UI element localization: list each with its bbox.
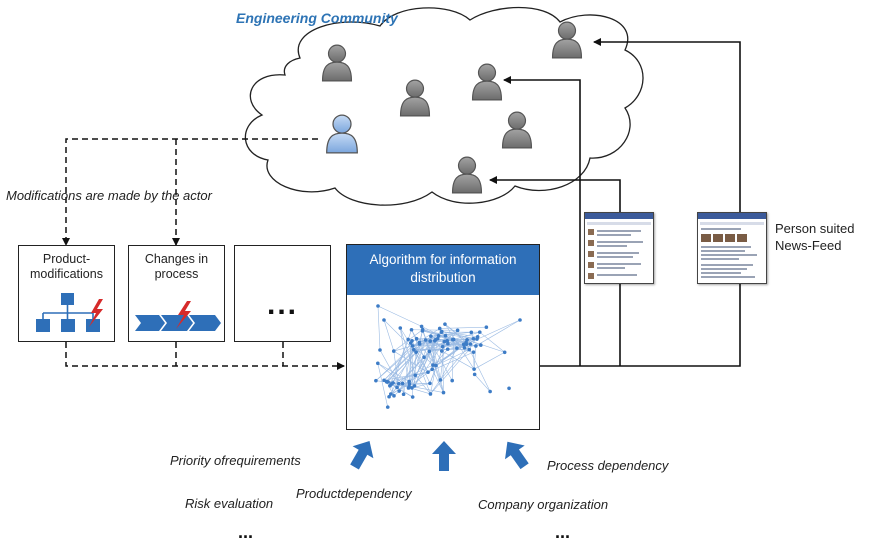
process-dependency-label: Process dependency (547, 458, 669, 473)
community-title: Engineering Community (236, 10, 398, 26)
newsfeed-screenshot-icon (697, 212, 767, 284)
algorithm-box[interactable]: Algorithm for information distribution (346, 244, 540, 430)
feed-lines (489, 38, 741, 367)
actor-dashed-lines (62, 138, 345, 370)
changes-in-process-title: Changes in process (144, 252, 209, 281)
priority-label: Priority ofrequirements (170, 453, 301, 468)
product-modifications-title: Product- modifications (30, 252, 103, 281)
changes-in-process-box[interactable]: Changes in process (128, 245, 225, 342)
lightning-icon (89, 299, 103, 327)
org-chart-icon (36, 293, 103, 332)
newsfeed-screenshot-icon (584, 212, 654, 284)
block-arrow-icon (505, 441, 529, 470)
cloud-icon (244, 6, 644, 206)
lightning-icon (176, 301, 191, 329)
risk-evaluation-label: Risk evaluation (185, 496, 274, 511)
algorithm-title: Algorithm for information distribution (347, 245, 539, 295)
process-chevron-icon (135, 301, 221, 331)
more-inputs-left: ... (238, 522, 254, 542)
block-arrows (350, 441, 529, 471)
product-modifications-box[interactable]: Product- modifications (18, 245, 115, 342)
more-inputs-right: ... (555, 522, 571, 542)
block-arrow-icon (432, 441, 456, 471)
modifications-label: Modifications are made by the actor (6, 188, 212, 203)
company-organization-label: Company organization (478, 497, 609, 512)
more-box[interactable]: ... (234, 245, 331, 342)
more-box-ellipsis: ... (266, 288, 298, 321)
block-arrow-icon (350, 441, 374, 470)
person-suited-label: Person suited News-Feed (775, 221, 855, 253)
product-dependency-label: Productdependency (296, 486, 412, 501)
